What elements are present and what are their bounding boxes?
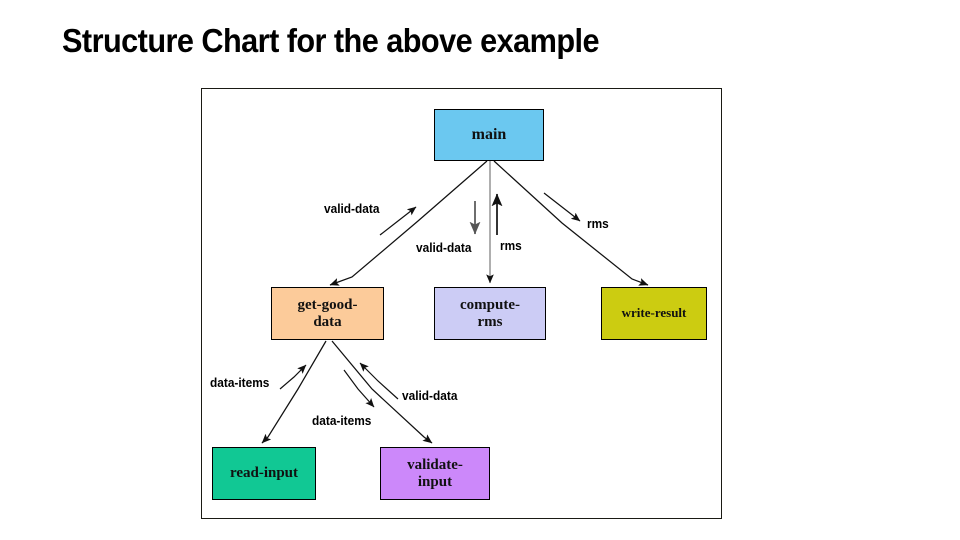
data-flow-valid-data-return bbox=[359, 362, 399, 400]
data-flow-valid-data-up bbox=[379, 206, 417, 236]
module-box-get-good-data[interactable]: get-good- data bbox=[271, 287, 384, 340]
data-flow-rms-down bbox=[543, 192, 581, 222]
module-label: read-input bbox=[229, 465, 299, 482]
call-line-main-to-get-good-data bbox=[329, 160, 488, 286]
call-line-get-good-data-to-read-input bbox=[261, 340, 327, 444]
data-flow-data-items-down bbox=[343, 369, 375, 408]
flow-label-rms-down: rms bbox=[587, 217, 609, 231]
call-line-get-good-data-to-validate-input bbox=[331, 340, 433, 444]
flow-label-data-items-up: data-items bbox=[210, 376, 270, 390]
structure-chart-frame: main get-good- data compute- rms write-r… bbox=[201, 88, 722, 519]
module-box-read-input[interactable]: read-input bbox=[212, 447, 316, 500]
module-label: write-result bbox=[621, 305, 687, 321]
call-line-main-to-write-result bbox=[493, 160, 649, 286]
flow-label-valid-data-return: valid-data bbox=[402, 389, 458, 403]
flow-label-data-items-down: data-items bbox=[312, 414, 372, 428]
module-box-write-result[interactable]: write-result bbox=[601, 287, 707, 340]
module-label: main bbox=[471, 126, 507, 144]
module-box-validate-input[interactable]: validate- input bbox=[380, 447, 490, 500]
module-label: compute- rms bbox=[460, 296, 520, 330]
page-title: Structure Chart for the above example bbox=[62, 22, 600, 59]
module-box-compute-rms[interactable]: compute- rms bbox=[434, 287, 546, 340]
connector-layer bbox=[261, 160, 649, 444]
module-label: get-good- data bbox=[297, 296, 358, 330]
flow-label-valid-data-up: valid-data bbox=[324, 202, 380, 216]
flow-label-rms-up: rms bbox=[500, 239, 522, 253]
module-label: validate- input bbox=[407, 456, 463, 490]
module-box-main[interactable]: main bbox=[434, 109, 544, 161]
flow-label-valid-data-down: valid-data bbox=[416, 241, 472, 255]
data-flow-data-items-up bbox=[279, 364, 307, 390]
